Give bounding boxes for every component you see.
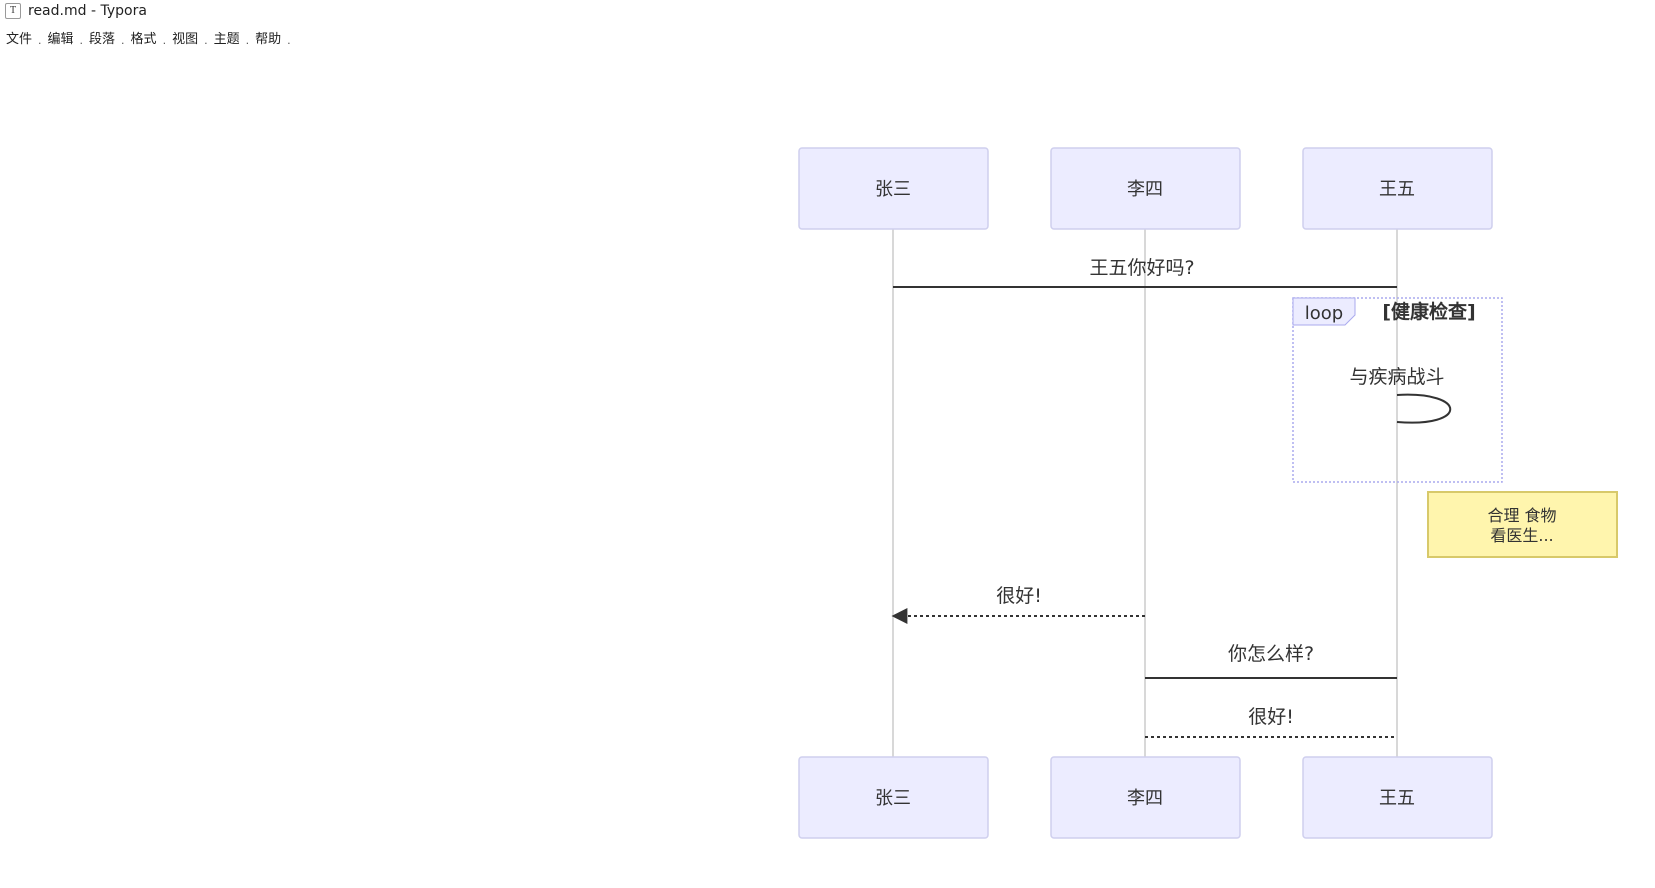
actor-bottom-wangwu: 王五	[1302, 756, 1493, 839]
menu-file[interactable]: 文件	[6, 31, 33, 47]
menu-separator: .	[204, 33, 208, 47]
menu-format[interactable]: 格式	[130, 31, 157, 47]
actor-label: 李四	[1127, 788, 1163, 809]
message-label: 王五你好吗?	[1089, 257, 1194, 279]
actor-bottom-lisi: 李四	[1050, 756, 1241, 839]
note-box: 合理 食物 看医生...	[1427, 491, 1618, 558]
actor-label: 王五	[1379, 788, 1415, 809]
message-label: 很好!	[1248, 706, 1294, 728]
actor-label: 张三	[875, 788, 911, 809]
menu-bar: 文件. 编辑. 段落. 格式. 视图. 主题. 帮助.	[0, 26, 297, 48]
loop-condition: [健康检查]	[1382, 300, 1475, 323]
window-title: read.md - Typora	[28, 3, 147, 19]
actor-top-lisi: 李四	[1050, 147, 1241, 230]
actor-label: 张三	[875, 179, 911, 200]
loop-block: loop [健康检查]	[1292, 297, 1503, 483]
actor-label: 王五	[1379, 179, 1415, 200]
note-line-2: 看医生...	[1490, 526, 1553, 545]
menu-separator: .	[162, 33, 167, 47]
title-bar: T read.md - Typora	[0, 0, 1655, 22]
actor-top-wangwu: 王五	[1302, 147, 1493, 230]
note-line-1: 合理 食物	[1487, 506, 1556, 525]
message-label: 与疾病战斗	[1349, 366, 1444, 388]
menu-separator: .	[79, 33, 84, 47]
menu-separator: .	[245, 33, 250, 47]
actor-label: 李四	[1127, 179, 1163, 200]
menu-help[interactable]: 帮助	[255, 31, 282, 47]
message-label: 很好!	[996, 585, 1042, 607]
menu-theme[interactable]: 主题	[213, 31, 240, 47]
menu-separator: .	[121, 33, 125, 47]
actor-bottom-zhangsan: 张三	[798, 756, 989, 839]
menu-paragraph[interactable]: 段落	[89, 31, 116, 47]
typora-app-icon: T	[5, 3, 21, 19]
actor-top-zhangsan: 张三	[798, 147, 989, 230]
menu-edit[interactable]: 编辑	[47, 31, 74, 47]
loop-keyword: loop	[1305, 303, 1343, 324]
self-message-arrow	[1396, 393, 1452, 424]
menu-view[interactable]: 视图	[172, 31, 199, 47]
menu-separator: .	[38, 33, 42, 47]
message-label: 你怎么样?	[1228, 643, 1314, 665]
menu-separator: .	[287, 33, 291, 47]
